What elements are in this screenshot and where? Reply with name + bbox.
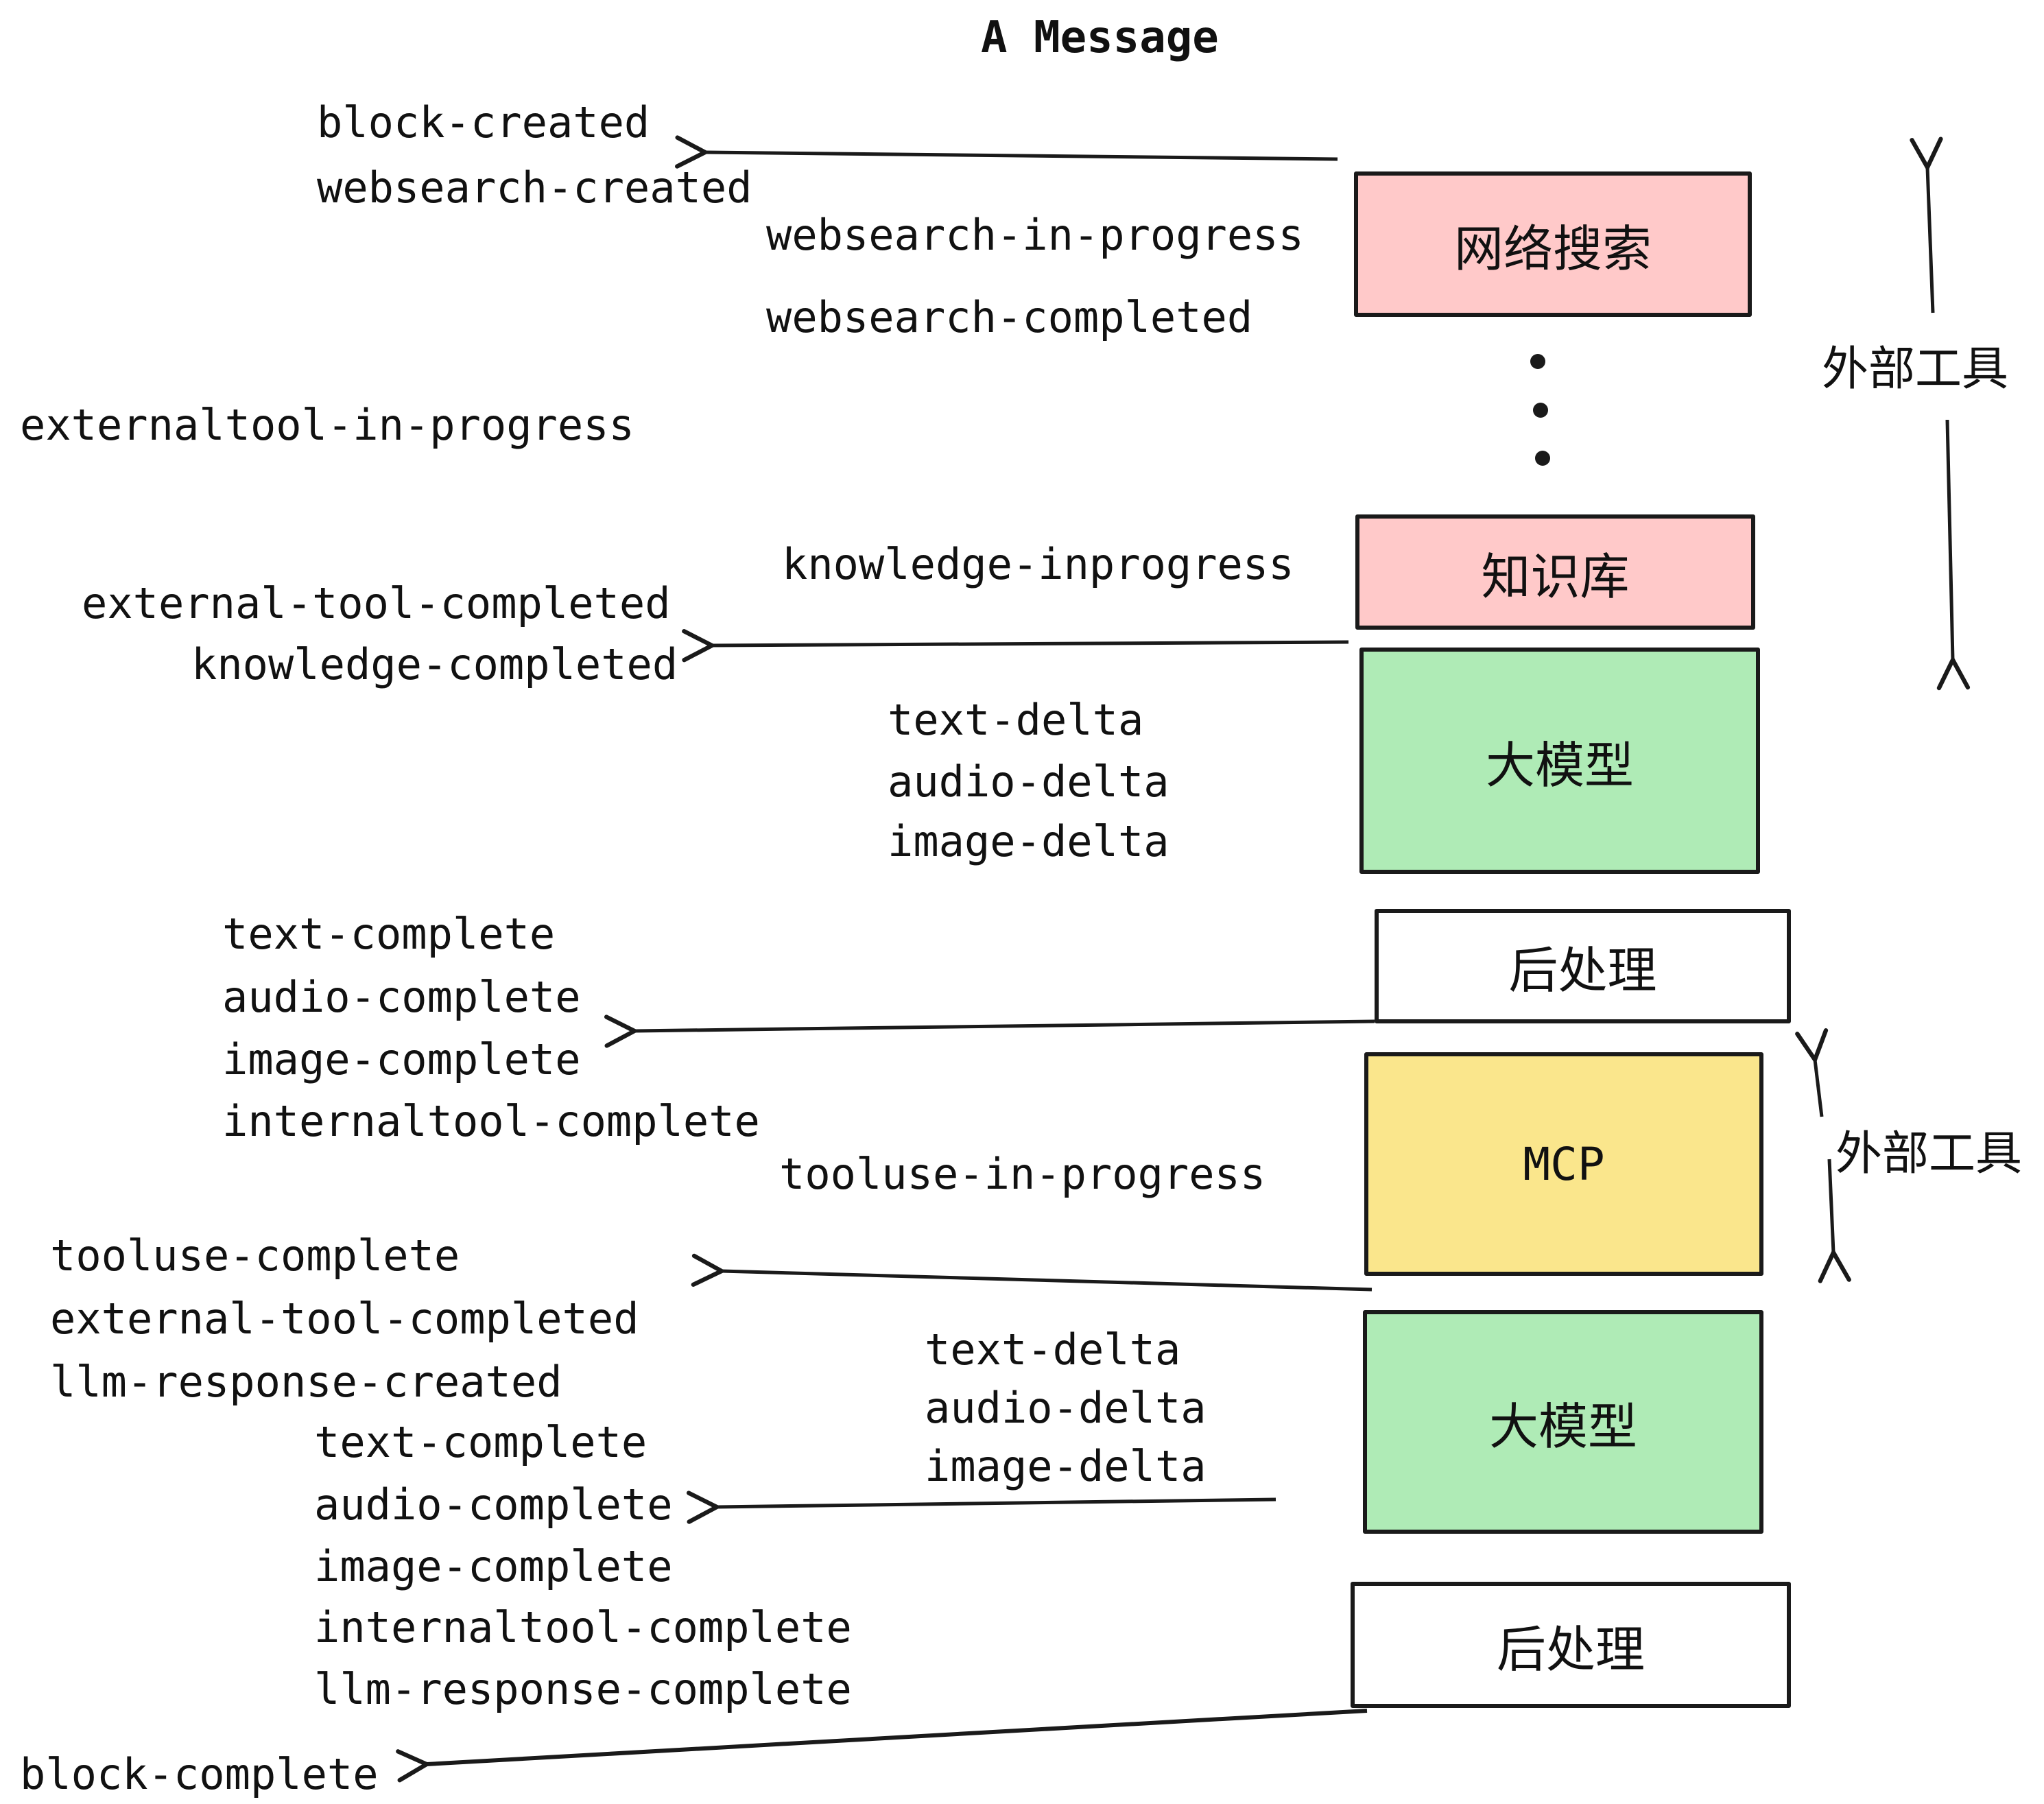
event-llm-response-created: llm-response-created: [50, 1357, 562, 1407]
event-text-delta: text-delta: [888, 695, 1144, 745]
node-postprocess-2: 后处理: [1351, 1582, 1791, 1708]
event-internaltool-complete: internaltool-complete: [222, 1096, 760, 1146]
arrow-knowledge-completed: [682, 629, 1349, 663]
node-postprocess-1-label: 后处理: [1508, 942, 1657, 999]
event-tooluse-complete: tooluse-complete: [50, 1231, 460, 1281]
node-knowledge: 知识库: [1355, 514, 1755, 630]
event-image-complete-2: image-complete: [314, 1541, 673, 1591]
event-block-complete: block-complete: [20, 1749, 379, 1799]
event-text-complete-2: text-complete: [314, 1417, 647, 1467]
node-knowledge-label: 知识库: [1481, 547, 1630, 606]
node-postprocess-2-label: 后处理: [1496, 1620, 1645, 1678]
arrow-internal-complete: [604, 1014, 1375, 1048]
node-websearch: 网络搜索: [1354, 171, 1752, 317]
event-text-complete: text-complete: [222, 909, 556, 959]
event-internaltool-complete-2: internaltool-complete: [314, 1602, 852, 1652]
event-text-delta-2: text-delta: [925, 1325, 1181, 1375]
arrow-audio-complete: [686, 1491, 1276, 1524]
node-mcp: MCP: [1364, 1052, 1763, 1276]
event-image-delta: image-delta: [888, 816, 1169, 866]
node-llm-2: 大模型: [1363, 1310, 1763, 1534]
node-llm-2-label: 大模型: [1488, 1397, 1637, 1456]
ellipsis-dot: [1530, 354, 1545, 369]
external-tools-label-top: 外部工具: [1822, 342, 2009, 396]
event-audio-complete-2: audio-complete: [314, 1480, 673, 1530]
external-tools-label-mcp: 外部工具: [1835, 1127, 2023, 1181]
node-postprocess-1: 后处理: [1375, 909, 1791, 1023]
event-image-complete: image-complete: [222, 1034, 581, 1084]
event-knowledge-completed: knowledge-completed: [191, 639, 678, 689]
event-llm-response-complete: llm-response-complete: [314, 1664, 852, 1714]
external-tools-down-arrow: [1936, 419, 1971, 691]
arrow-block-complete: [396, 1709, 1368, 1783]
ellipsis-dot: [1535, 451, 1550, 466]
event-websearch-in-progress: websearch-in-progress: [766, 210, 1304, 260]
event-tooluse-in-progress: tooluse-in-progress: [779, 1149, 1266, 1199]
event-externaltool-in-progress: externaltool-in-progress: [20, 400, 634, 450]
ellipsis-dot: [1533, 403, 1548, 418]
event-audio-complete: audio-complete: [222, 972, 581, 1022]
mcp-external-down-arrow: [1818, 1159, 1851, 1283]
node-llm-1-label: 大模型: [1485, 736, 1634, 794]
event-external-tool-completed-2: external-tool-completed: [50, 1294, 639, 1344]
node-llm-1: 大模型: [1359, 648, 1760, 874]
event-audio-delta-2: audio-delta: [925, 1383, 1207, 1433]
event-external-tool-completed: external-tool-completed: [82, 578, 671, 628]
node-websearch-label: 网络搜索: [1453, 219, 1652, 278]
event-audio-delta: audio-delta: [888, 757, 1169, 807]
event-websearch-created: websearch-created: [317, 163, 752, 213]
event-image-delta-2: image-delta: [925, 1441, 1207, 1491]
node-mcp-label: MCP: [1523, 1137, 1605, 1191]
event-knowledge-inprogress: knowledge-inprogress: [782, 539, 1294, 589]
arrow-tooluse-complete: [691, 1253, 1372, 1292]
event-block-created: block-created: [317, 97, 650, 147]
mcp-external-up-arrow: [1795, 1028, 1829, 1117]
diagram-title: A Message: [981, 12, 1219, 63]
external-tools-up-arrow: [1910, 137, 1943, 313]
arrow-block-created: [675, 135, 1338, 169]
event-websearch-completed: websearch-completed: [766, 292, 1253, 342]
